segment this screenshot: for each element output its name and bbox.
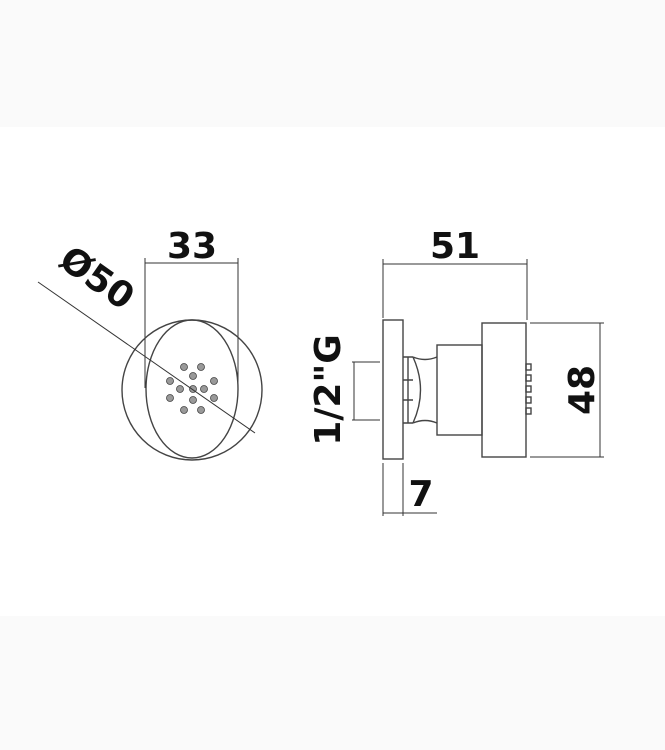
depth-dimension-label: 51 [430, 226, 480, 267]
ball-joint [412, 356, 438, 424]
nozzle-dot [180, 406, 188, 414]
wall-flange [382, 319, 404, 460]
jet-head [481, 322, 527, 458]
side-nozzle [525, 385, 532, 393]
diameter-dimension-label: Ø50 [52, 239, 142, 319]
top-background-band [0, 0, 665, 127]
nozzle-dot [189, 396, 197, 404]
nozzle-dot [197, 406, 205, 414]
nozzle-dot [200, 385, 208, 393]
front-view: 33 Ø50 [37, 226, 263, 461]
hex-nut [403, 356, 413, 424]
nozzle-dot [189, 372, 197, 380]
width-dimension-label: 33 [167, 226, 217, 267]
side-view: 51 48 1/2"G 7 [308, 226, 604, 516]
nozzle-dot [176, 385, 184, 393]
nozzle-dot [180, 363, 188, 371]
height-dimension-label: 48 [562, 365, 603, 415]
side-nozzle [525, 374, 532, 382]
nozzle-dot [197, 363, 205, 371]
bottom-background-band [0, 616, 665, 750]
side-nozzle [525, 396, 532, 404]
nozzle-dot [166, 394, 174, 402]
diameter-leader-line [37, 281, 256, 434]
nozzle-dot [166, 377, 174, 385]
thread-dimension-label: 1/2"G [308, 334, 349, 446]
flange-dimension-label: 7 [408, 474, 433, 515]
body-cylinder [436, 344, 483, 436]
nozzle-dot [210, 377, 218, 385]
side-nozzle [525, 407, 532, 415]
nozzle-dots [166, 363, 218, 414]
nozzle-dot [210, 394, 218, 402]
side-nozzle [525, 363, 532, 371]
nozzle-row [525, 363, 532, 415]
head-ellipse [145, 319, 239, 459]
